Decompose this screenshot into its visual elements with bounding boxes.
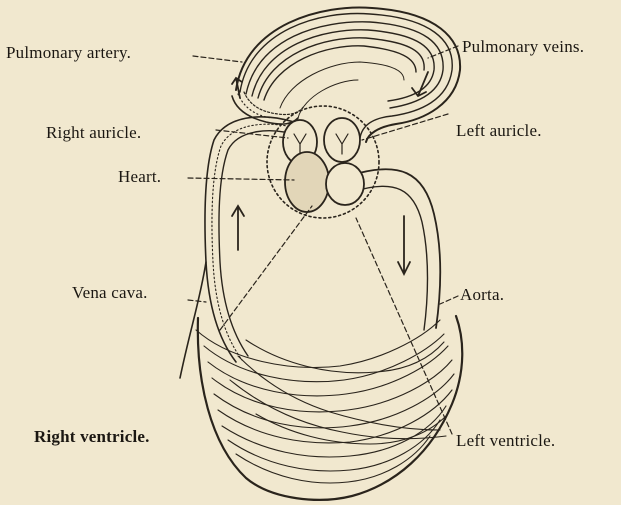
- label-pulmonary-artery: Pulmonary artery.: [6, 44, 131, 61]
- left-auricle-chamber: [324, 118, 360, 162]
- leader-pulmonary-artery: [193, 56, 242, 62]
- label-left-ventricle: Left ventricle.: [456, 432, 555, 449]
- right-ventricle-chamber: [285, 152, 329, 212]
- leader-vena-cava: [188, 300, 206, 302]
- arrow-pulmonary-veins: [412, 72, 428, 96]
- leader-heart: [188, 178, 294, 180]
- heart-chambers: [283, 118, 364, 212]
- label-left-auricle: Left auricle.: [456, 122, 542, 139]
- label-pulmonary-veins: Pulmonary veins.: [462, 38, 584, 55]
- label-aorta: Aorta.: [460, 286, 504, 303]
- leader-pulmonary-veins: [428, 46, 458, 58]
- arrow-vena-cava: [232, 206, 244, 250]
- label-heart: Heart.: [118, 168, 161, 185]
- label-right-ventricle: Right ventricle.: [34, 428, 150, 445]
- leader-right-ventricle: [220, 206, 312, 330]
- leader-aorta: [440, 296, 458, 304]
- label-right-auricle: Right auricle.: [46, 124, 141, 141]
- label-vena-cava: Vena cava.: [72, 284, 148, 301]
- left-ventricle-chamber: [326, 163, 364, 205]
- arrow-aorta: [398, 216, 410, 274]
- capillary-network: [196, 316, 462, 500]
- leader-left-auricle: [362, 114, 448, 140]
